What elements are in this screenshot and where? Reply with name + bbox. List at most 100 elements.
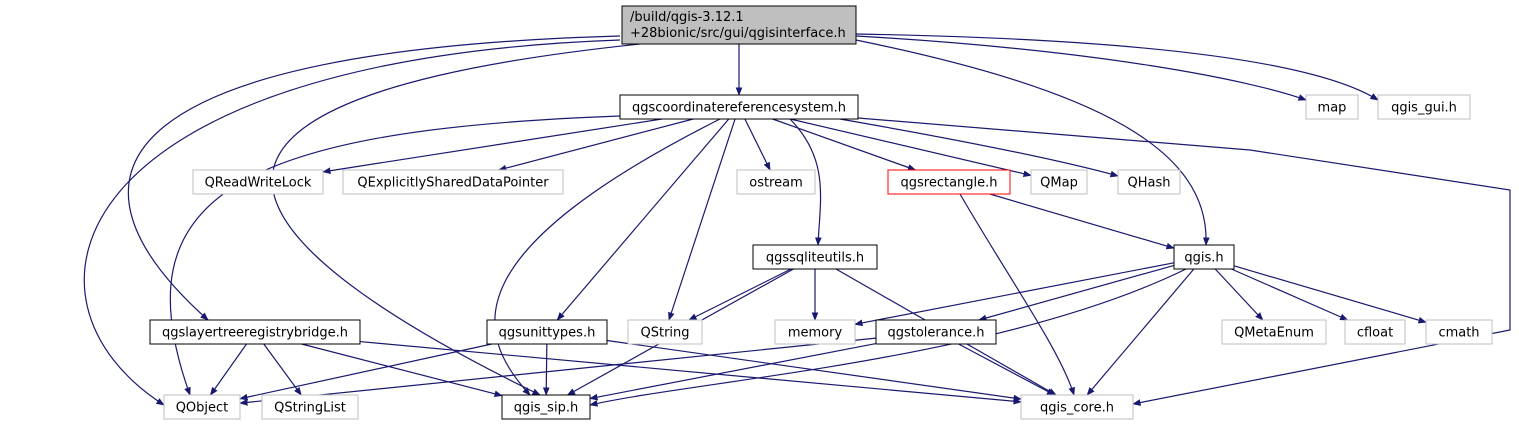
edge-crs-to-qgsunittypes (556, 118, 730, 321)
node-label: qgsrectangle.h (900, 176, 997, 191)
node-qreadwritelock: QReadWriteLock (192, 169, 324, 195)
edge-qgis-to-memory (854, 262, 1175, 327)
node-box (627, 319, 703, 345)
node-label: qgscoordinatereferencesystem.h (632, 101, 846, 116)
node-qgsunittypes[interactable]: qgsunittypes.h (486, 319, 608, 345)
node-qmap: QMap (1030, 169, 1088, 195)
node-qstringlist: QStringList (261, 394, 359, 420)
node-qmetaenum: QMetaEnum (1221, 319, 1327, 345)
edges-layer (83, 33, 1511, 407)
node-box (1305, 94, 1359, 120)
node-box (163, 394, 241, 420)
node-label: map (1318, 101, 1347, 116)
edge-root-to-qgslayertree (127, 35, 621, 321)
edge-crs-to-qgis_sip (494, 118, 721, 396)
edge-qgsrectangle-to-qgis_core (959, 193, 1075, 396)
edge-qgis-to-cmath (1233, 265, 1427, 324)
node-qgis_gui: qgis_gui.h (1377, 94, 1471, 120)
node-box (621, 5, 857, 45)
node-root[interactable]: /build/qgis-3.12.1+28bionic/src/gui/qgis… (621, 5, 857, 45)
node-box (887, 169, 1011, 195)
node-box (1173, 244, 1235, 270)
node-map: map (1305, 94, 1359, 120)
edge-qgis-to-qgis_sip (589, 268, 1187, 407)
edge-qgslayertree-to-qstringlist (263, 343, 302, 396)
edge-qgstolerance-to-qgis_sip (589, 342, 877, 401)
edge-root-to-qgis_sip (271, 43, 641, 396)
node-box (149, 319, 361, 345)
edge-crs-to-qexplicitly (497, 118, 694, 172)
node-box (1221, 319, 1327, 345)
node-label-line-1: /build/qgis-3.12.1 (630, 10, 744, 25)
node-qhash: QHash (1117, 169, 1181, 195)
node-memory: memory (774, 319, 856, 345)
node-qexplicitly: QExplicitlySharedDataPointer (342, 169, 564, 195)
node-box (875, 319, 997, 345)
node-box (192, 169, 324, 195)
edge-qgslayertree-to-qgis_core (359, 340, 1022, 405)
node-crs[interactable]: qgscoordinatereferencesystem.h (619, 94, 859, 120)
node-label: QMetaEnum (1234, 326, 1314, 341)
edge-qgis-to-cfloat (1231, 268, 1349, 321)
node-box (619, 94, 859, 120)
node-qgis_core: qgis_core.h (1020, 394, 1134, 420)
node-label-line-2: +28bionic/src/gui/qgisinterface.h (630, 26, 846, 41)
node-box (342, 169, 564, 195)
node-label: QObject (176, 401, 229, 416)
edge-qgis-to-qgstolerance (978, 264, 1175, 322)
node-box (736, 169, 816, 195)
node-box (1425, 319, 1493, 345)
node-label: QString (640, 326, 689, 341)
node-box (501, 394, 591, 420)
node-qgsrectangle[interactable]: qgsrectangle.h (887, 169, 1011, 195)
node-label: QStringList (274, 401, 346, 416)
node-qobject: QObject (163, 394, 241, 420)
node-qgslayertree[interactable]: qgslayertreeregistrybridge.h (149, 319, 361, 345)
node-label: QMap (1040, 176, 1078, 191)
node-label: ostream (749, 176, 803, 191)
edge-qgssqliteutils-to-qstring (688, 268, 792, 321)
edge-qgsrectangle-to-qgis (989, 193, 1175, 250)
edge-crs-to-qmap (790, 118, 1032, 177)
node-qgis[interactable]: qgis.h (1173, 244, 1235, 270)
edge-qgsunittypes-to-qgis_core (606, 339, 1022, 402)
node-label: qgis_sip.h (514, 401, 578, 416)
edge-qgis-to-qmetaenum (1214, 268, 1264, 321)
node-label: QHash (1128, 176, 1171, 191)
node-qgstolerance[interactable]: qgstolerance.h (875, 319, 997, 345)
node-box (486, 319, 608, 345)
edge-qgslayertree-to-qobject (209, 343, 248, 396)
node-qstring: QString (627, 319, 703, 345)
edge-crs-to-ostream (744, 118, 771, 171)
node-box (261, 394, 359, 420)
node-label: cmath (1438, 326, 1479, 341)
node-label: qgsunittypes.h (499, 326, 596, 341)
node-cmath: cmath (1425, 319, 1493, 345)
edge-qgstolerance-to-qobject (239, 337, 877, 406)
edge-root-to-qgis (855, 39, 1210, 246)
edge-root-to-qgis_gui (855, 33, 1379, 101)
node-label: qgstolerance.h (887, 326, 984, 341)
edge-qgis-to-qgis_core (1086, 268, 1195, 396)
nodes-layer: /build/qgis-3.12.1+28bionic/src/gui/qgis… (149, 5, 1493, 420)
edge-crs-to-qstring (668, 118, 736, 321)
node-box (1117, 169, 1181, 195)
node-box (774, 319, 856, 345)
node-box (1020, 394, 1134, 420)
edge-crs-to-qgsrectangle (772, 118, 917, 171)
node-qgssqliteutils[interactable]: qgssqliteutils.h (752, 244, 878, 270)
node-label: qgis.h (1184, 251, 1223, 266)
node-label: memory (788, 326, 843, 341)
node-box (1344, 319, 1406, 345)
edge-root-to-qobject (83, 39, 621, 406)
node-label: qgis_gui.h (1391, 101, 1457, 116)
edge-crs-to-qhash (839, 118, 1119, 178)
edge-crs-to-qreadwritelock (322, 118, 663, 175)
node-box (752, 244, 878, 270)
edge-qgsunittypes-to-qgis_sip (542, 343, 550, 396)
edge-crs-to-qobject (169, 115, 621, 396)
node-label: qgslayertreeregistrybridge.h (162, 326, 348, 341)
node-qgis_sip[interactable]: qgis_sip.h (501, 394, 591, 420)
node-ostream: ostream (736, 169, 816, 195)
